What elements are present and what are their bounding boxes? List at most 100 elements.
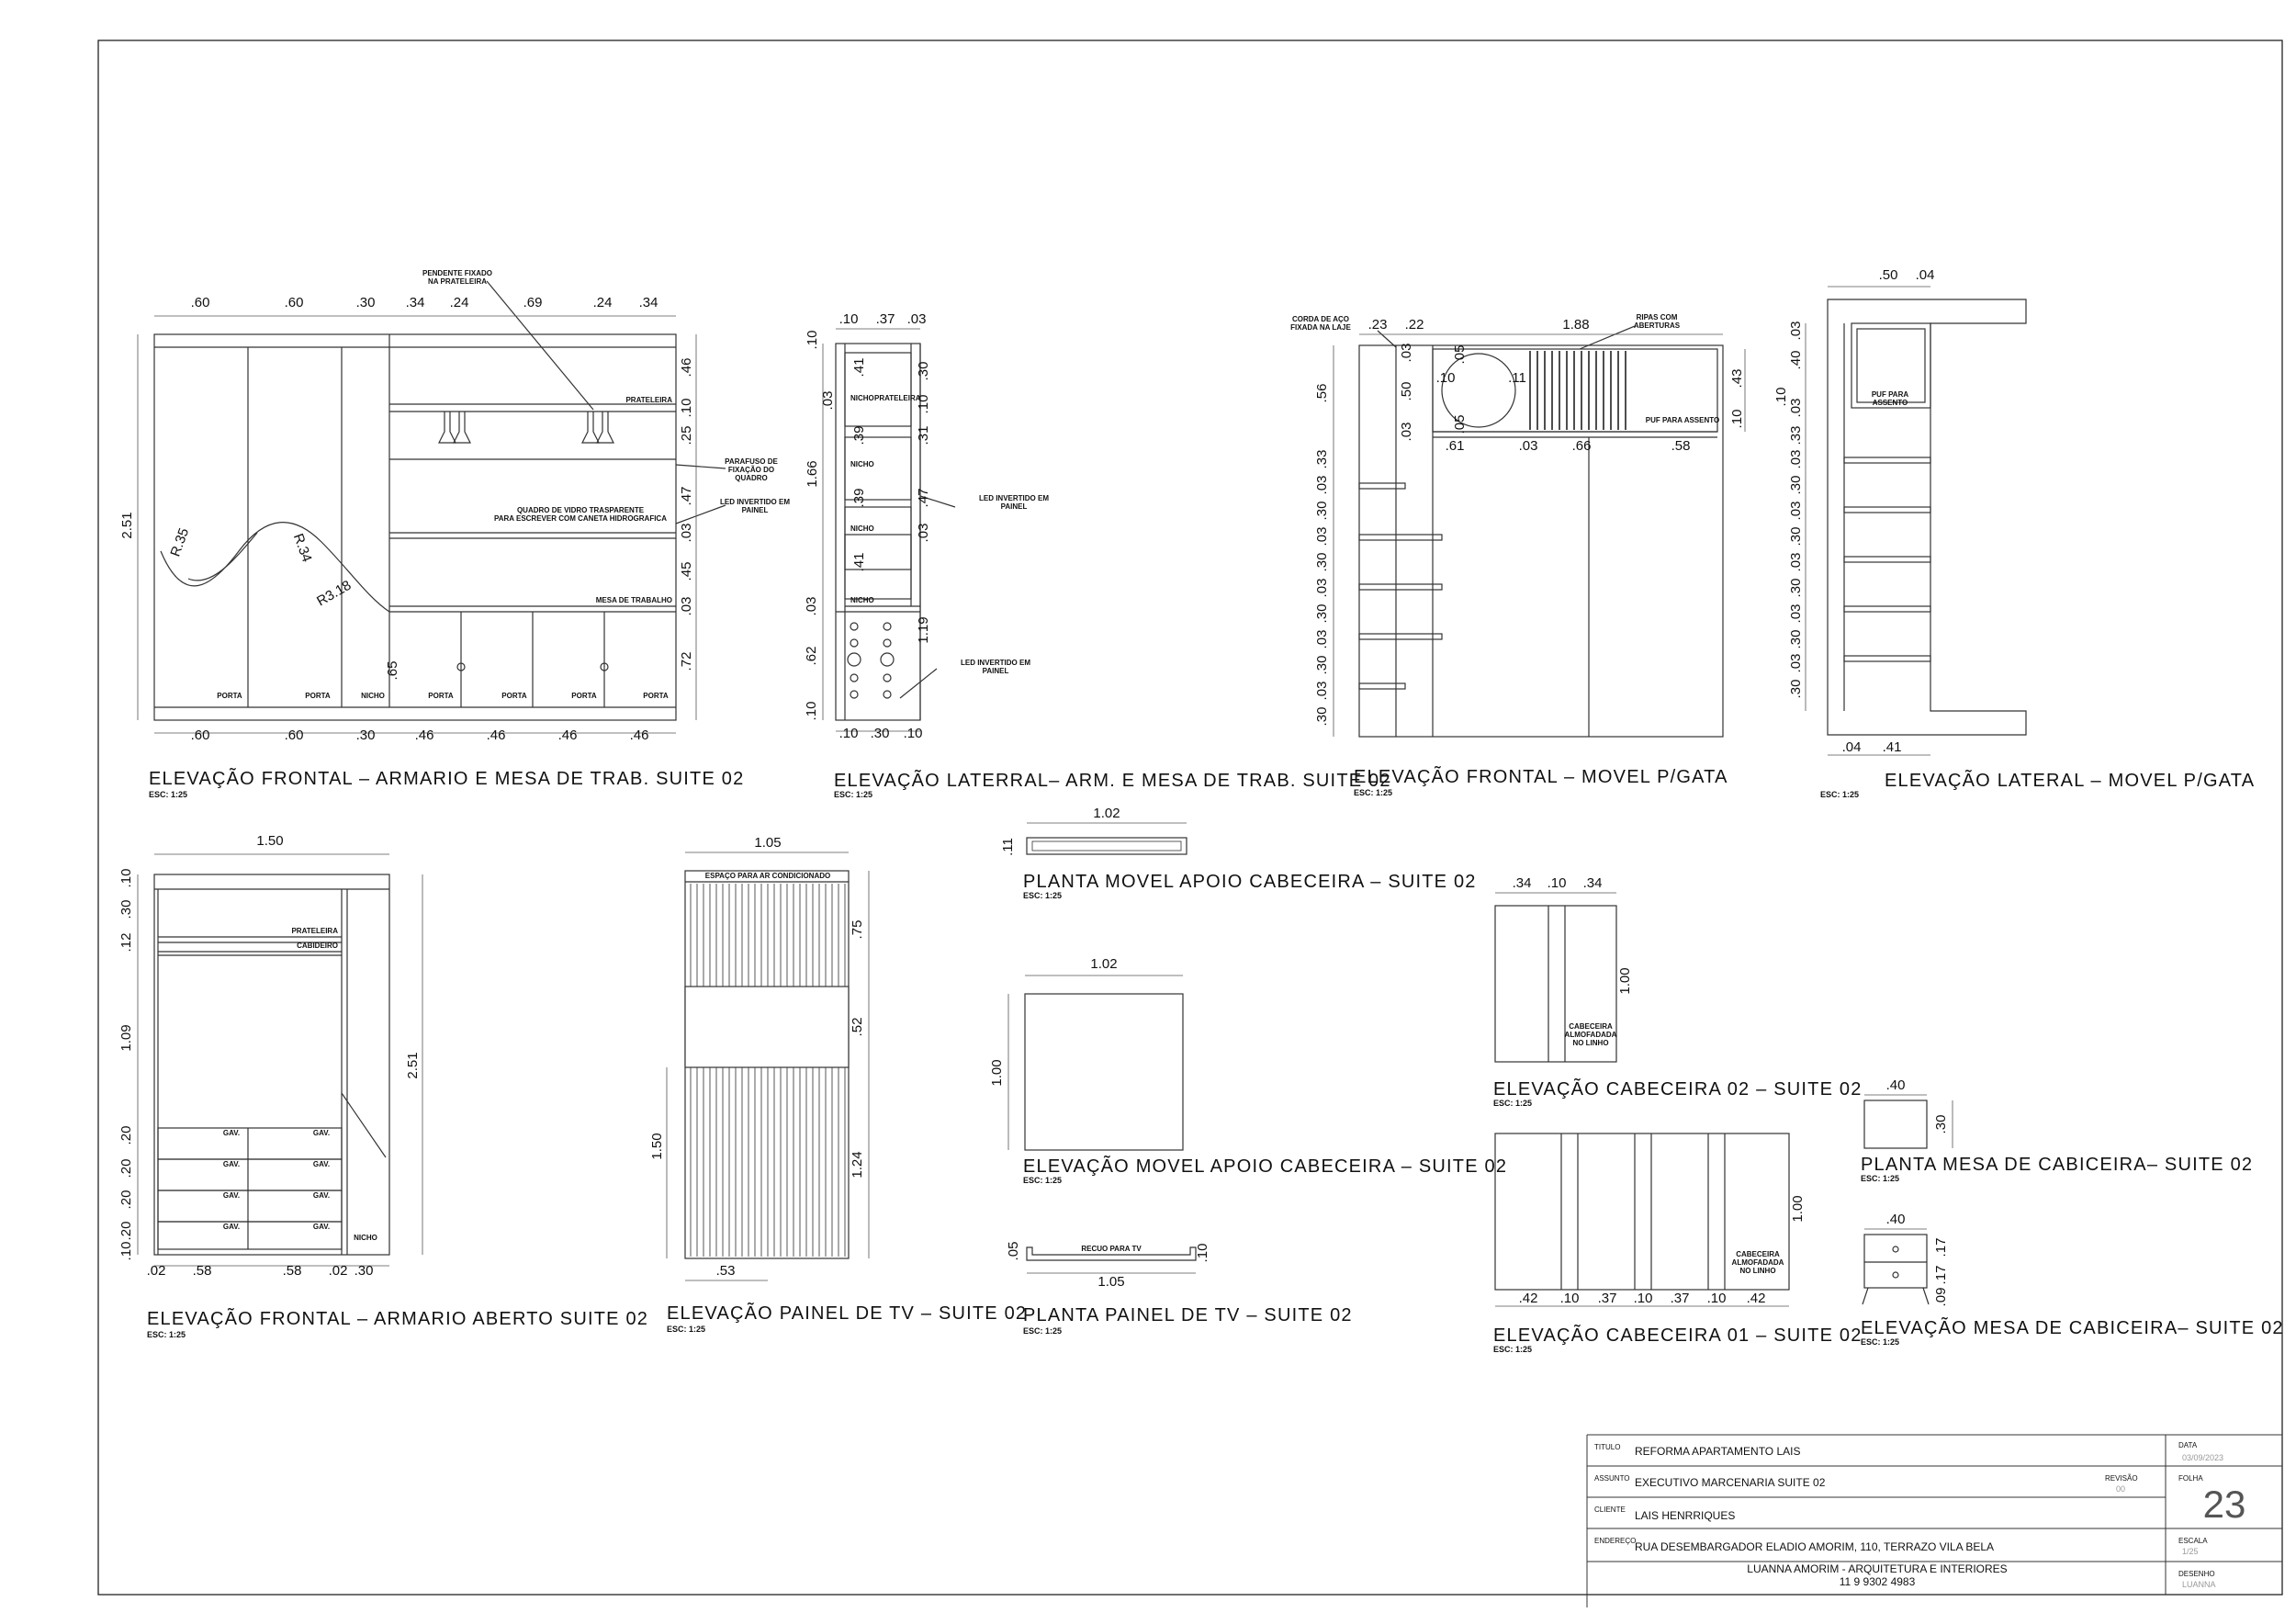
drawer-label: GAV.	[223, 1223, 240, 1231]
drawing-title: ELEVAÇÃO FRONTAL – ARMARIO E MESA DE TRA…	[149, 767, 744, 789]
dim-label: .03	[1788, 604, 1804, 624]
dim-label: .39	[851, 489, 867, 508]
note-label: ESPAÇO PARA AR CONDICIONADO	[705, 872, 830, 880]
dim-label: 1.05	[1097, 1274, 1124, 1290]
open-wardrobe-elevation: 1.50 .02 .58 .58 .02 .30 .10 .30 .12 1.0…	[118, 833, 648, 1339]
dim-label: 1.05	[754, 835, 781, 851]
dim-label: .11	[1508, 370, 1526, 386]
dim-label: .46	[487, 727, 506, 743]
dim-label: .03	[1314, 682, 1330, 701]
dim-label: .03	[1788, 321, 1804, 341]
drawing-title: ELEVAÇÃO MOVEL APOIO CABECEIRA – SUITE 0…	[1023, 1155, 1507, 1177]
tb-scale: 1/25	[2182, 1547, 2199, 1556]
note-label: CABECEIRA	[1569, 1022, 1613, 1031]
dim-label: .23	[1368, 317, 1388, 333]
drawer-label: GAV.	[313, 1223, 330, 1231]
dim-label: .10	[118, 869, 134, 888]
note-label: PAINEL	[1001, 502, 1028, 511]
dim-label: .37	[1598, 1291, 1617, 1306]
dim-label: .03	[907, 311, 927, 327]
dim-label: .30	[356, 727, 376, 743]
dim-label: .66	[1572, 438, 1592, 454]
dim-label: .20	[118, 1190, 134, 1210]
radius-label: R.35	[167, 526, 192, 559]
dim-label: .30	[871, 726, 890, 741]
drawing-title: ELEVAÇÃO FRONTAL – ARMARIO ABERTO SUITE …	[147, 1307, 648, 1329]
dim-label: .10	[1634, 1291, 1653, 1306]
drawer-label: GAV.	[313, 1129, 330, 1137]
door-label: PORTA	[643, 692, 669, 700]
note-label: QUADRO	[735, 474, 768, 482]
dim-label: .03	[820, 391, 836, 411]
dim-label: .24	[593, 295, 613, 310]
radius-label: R.34	[290, 532, 315, 565]
dim-label: .10	[904, 726, 923, 741]
tb-phone: 11 9 9302 4983	[1840, 1575, 1916, 1588]
scale-label: ESC: 1:25	[149, 790, 187, 799]
dim-label: .10	[1560, 1291, 1580, 1306]
tb-revision: 00	[2116, 1484, 2125, 1494]
sheet-border	[97, 39, 2283, 1596]
dim-label: .47	[916, 489, 931, 508]
tb-title: REFORMA APARTAMENTO LAIS	[1635, 1445, 1801, 1458]
dim-label: .10	[804, 702, 819, 721]
dim-label: .03	[679, 597, 694, 616]
tb-key: DATA	[2178, 1441, 2198, 1449]
note-label: LED INVERTIDO EM	[961, 659, 1030, 667]
note-label: CABECEIRA	[1736, 1250, 1780, 1258]
dim-label: .33	[1314, 450, 1330, 469]
dim-label: 1.02	[1090, 956, 1117, 972]
scale-label: ESC: 1:25	[1493, 1345, 1532, 1354]
drawer-label: GAV.	[223, 1160, 240, 1168]
nightstand-plan: .40 .30 PLANTA MESA DE CABICEIRA– SUITE …	[1861, 1077, 2252, 1183]
dim-label: .31	[916, 426, 931, 445]
note-label: LED INVERTIDO EM	[979, 494, 1049, 502]
tb-address: RUA DESEMBARGADOR ELADIO AMORIM, 110, TE…	[1635, 1540, 1994, 1553]
note-label: PUF PARA	[1872, 390, 1909, 399]
scale-label: ESC: 1:25	[1023, 1176, 1062, 1185]
dim-label: .03	[1788, 399, 1804, 418]
headboard-02-elevation: .34 .10 .34 1.00 CABECEIRA ALMOFADADA NO…	[1493, 875, 1861, 1108]
dim-label: .45	[679, 562, 694, 581]
dim-label: .41	[1883, 739, 1902, 755]
drawing-title: PLANTA PAINEL DE TV – SUITE 02	[1023, 1305, 1353, 1325]
dim-label: .46	[679, 358, 694, 378]
dim-label: .30	[1314, 604, 1330, 624]
niche-label: NICHO	[850, 596, 874, 604]
dim-label: .25	[679, 426, 694, 445]
dim-label: 2.51	[405, 1052, 421, 1078]
dim-label: 1.19	[916, 616, 931, 643]
dim-label: .04	[1842, 739, 1862, 755]
dim-label: .20	[118, 1126, 134, 1145]
dim-label: .30	[1314, 553, 1330, 572]
dim-label: .30	[355, 1263, 374, 1279]
drawing-title: ELEVAÇÃO FRONTAL – MOVEL P/GATA	[1354, 765, 1728, 787]
note-label: PRATELEIRA	[625, 396, 672, 404]
dim-label: .56	[1314, 384, 1330, 403]
dim-label: .10	[679, 399, 694, 418]
drawing-title: ELEVAÇÃO MESA DE CABICEIRA– SUITE 02	[1861, 1316, 2284, 1338]
dim-label: .10	[805, 331, 820, 350]
dim-label: 1.88	[1562, 317, 1589, 333]
note-label: NA PRATELEIRA	[428, 277, 487, 286]
dim-label: .02	[329, 1263, 348, 1279]
note-label: ALMOFADADA	[1732, 1258, 1784, 1267]
note-label: QUADRO DE VIDRO TRASPARENTE	[517, 506, 645, 514]
scale-label: ESC: 1:25	[1354, 788, 1392, 797]
dim-label: .10	[1773, 388, 1789, 407]
dim-label: .30	[1788, 579, 1804, 598]
dim-label: 1.00	[989, 1059, 1005, 1086]
dim-label: .10	[1548, 875, 1567, 891]
dim-label: .34	[1513, 875, 1532, 891]
dim-label: .60	[285, 727, 304, 743]
dim-label: .10	[1707, 1291, 1727, 1306]
dim-label: .46	[415, 727, 434, 743]
note-label: PARA ESCREVER COM CANETA HIDROGRAFICA	[494, 514, 667, 523]
dim-label: .05	[1452, 345, 1468, 365]
headboard-01-elevation: .42 .10 .37 .10 .37 .10 .42 1.00 CABECEI…	[1493, 1133, 1861, 1354]
dim-label: .24	[450, 295, 469, 310]
dim-label: 1.66	[805, 460, 820, 487]
dim-label: .10	[1195, 1244, 1210, 1263]
dim-label: .69	[523, 295, 543, 310]
